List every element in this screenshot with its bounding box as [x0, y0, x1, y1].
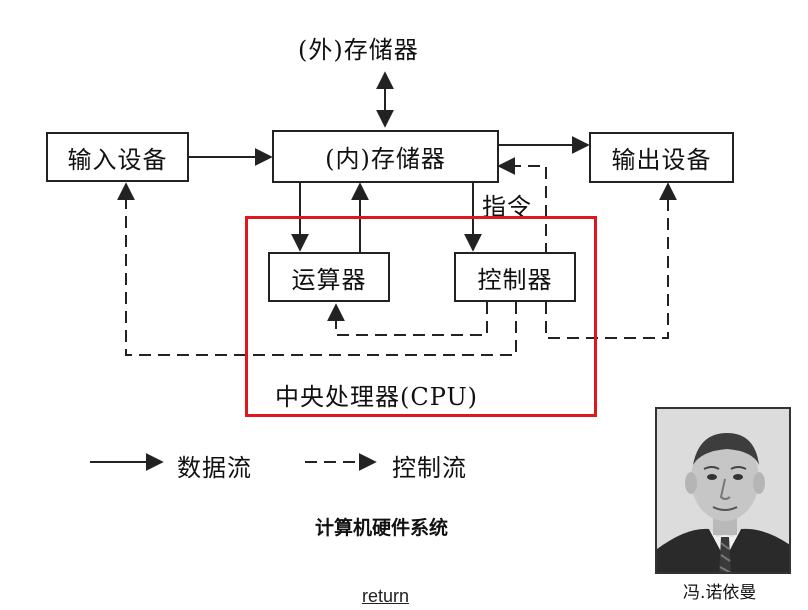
portrait-name: 冯.诺依曼: [683, 583, 757, 603]
input-device-box: 输入设备: [46, 132, 189, 182]
controller-to-storage-control: [497, 157, 547, 255]
internal-storage-box: (内)存储器: [272, 130, 499, 183]
legend-data-flow-label: 数据流: [177, 454, 252, 482]
controller-to-alu-control: [327, 302, 488, 336]
diagram-caption: 计算机硬件系统: [315, 517, 449, 539]
alu-label: 运算器: [291, 265, 367, 294]
output-device-box: 输出设备: [589, 132, 734, 183]
controller-to-output-control: [545, 182, 677, 339]
controller-label: 控制器: [477, 265, 553, 294]
portrait-image: [655, 407, 791, 574]
internal-storage-label: (内)存储器: [325, 145, 446, 173]
alu-box: 运算器: [268, 252, 390, 302]
controller-box: 控制器: [454, 252, 576, 302]
cpu-frame: [245, 216, 597, 417]
output-device-label: 输出设备: [611, 146, 712, 174]
controller-to-input-control: [117, 182, 517, 356]
return-link[interactable]: return: [362, 586, 410, 606]
legend-control-flow-label: 控制流: [392, 454, 467, 482]
input-device-label: 输入设备: [67, 145, 168, 174]
external-storage-label: (外)存储器: [298, 36, 419, 64]
cpu-label: 中央处理器(CPU): [275, 383, 479, 411]
